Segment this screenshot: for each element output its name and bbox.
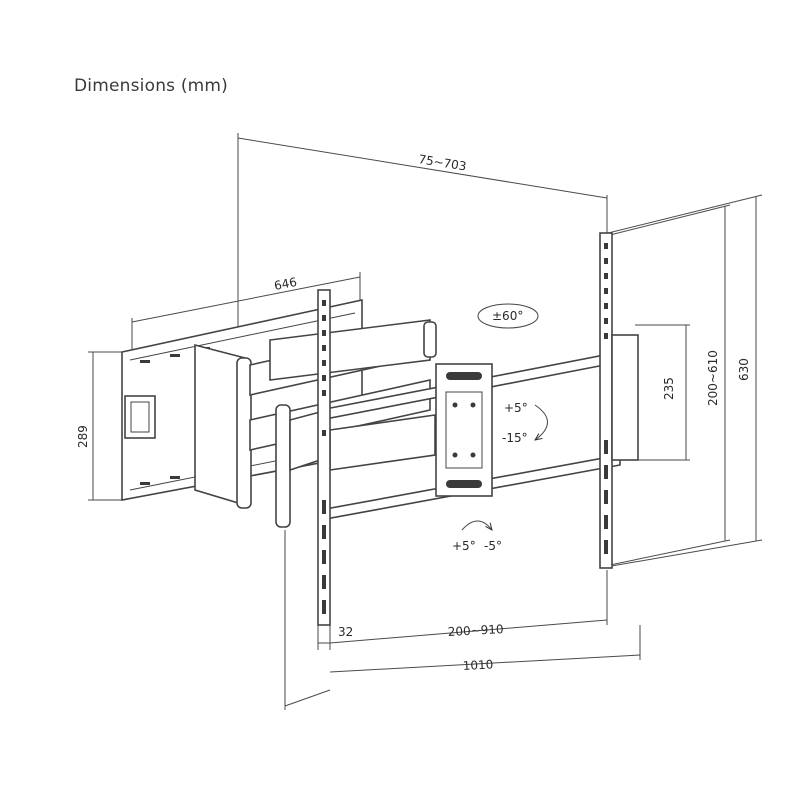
- tilt-down-label: -15°: [502, 431, 528, 445]
- dim-label-235: 235: [662, 377, 676, 400]
- dim-235: 235: [635, 324, 690, 461]
- tilt-head-plate: [435, 363, 493, 497]
- dim-75-703: 75~703: [237, 133, 608, 340]
- tilt-up-label: +5°: [504, 401, 528, 415]
- dim-200-910: 200~910: [329, 570, 608, 644]
- left-vertical-bracket: [317, 289, 331, 626]
- dim-label-32: 32: [338, 625, 353, 639]
- dim-label-1010: 1010: [462, 657, 493, 673]
- diagram-title: Dimensions (mm): [74, 76, 229, 96]
- dim-289: 289: [76, 351, 122, 501]
- dim-1010: 1010: [284, 530, 641, 710]
- dim-label-75-703: 75~703: [418, 152, 468, 173]
- dim-label-200-610: 200~610: [706, 350, 720, 406]
- swivel-label: ±60°: [492, 309, 523, 323]
- dim-label-630: 630: [737, 358, 751, 381]
- swivel-indicator: ±60°: [477, 303, 539, 329]
- dim-label-200-910: 200~910: [447, 622, 504, 639]
- rotate-right-label: -5°: [484, 539, 502, 553]
- rotate-left-label: +5°: [452, 539, 476, 553]
- dim-label-289: 289: [76, 425, 90, 448]
- dim-630: 630: [599, 194, 763, 569]
- rotate-indicator: +5° -5°: [452, 520, 502, 553]
- dim-label-646: 646: [273, 275, 298, 293]
- dim-200-610: 200~610: [609, 204, 731, 566]
- right-vertical-bracket: [599, 232, 639, 569]
- dim-646: 646: [131, 272, 361, 350]
- tilt-indicator: +5° -15°: [502, 401, 548, 445]
